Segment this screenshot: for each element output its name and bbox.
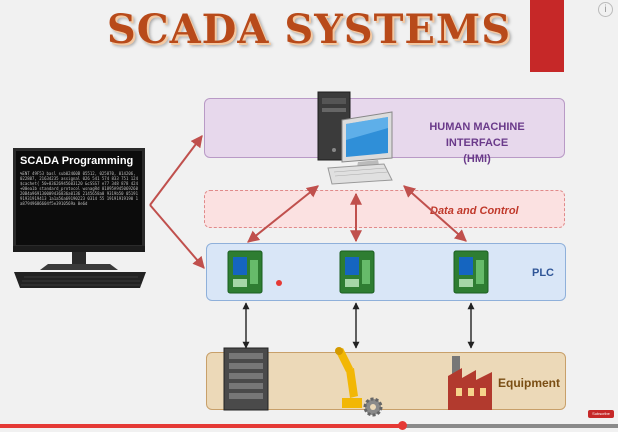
- page-title: SCADA SYSTEMS: [106, 6, 512, 53]
- plc-equipment-arrows: [242, 302, 475, 349]
- hmi-plc-arrows: [247, 185, 467, 243]
- gear-icon: [363, 397, 383, 417]
- arrow-monitor-to-plc: [149, 204, 205, 269]
- arrow-hmi-plc-left: [247, 185, 319, 243]
- video-scrubber-handle[interactable]: [398, 421, 407, 430]
- monitor-stand-icon: [13, 246, 146, 288]
- plc-chip-icon-right: [453, 250, 489, 294]
- robot-arm-icon: [335, 347, 362, 408]
- hmi-label-line1: HUMAN MACHINE INTERFACE: [429, 121, 525, 149]
- plc-label: PLC: [532, 267, 554, 279]
- arrow-hmi-plc-right: [403, 185, 467, 242]
- red-corner-tab: [530, 0, 564, 72]
- subscribe-badge[interactable]: Subscribe: [588, 410, 614, 418]
- server-rack-icon: [223, 347, 269, 411]
- arrow-monitor-to-hmi: [149, 135, 203, 206]
- monitor-arrows: [149, 135, 205, 269]
- equipment-label: Equipment: [498, 376, 560, 390]
- hmi-label-line2: (HMI): [463, 153, 491, 165]
- info-icon[interactable]: i: [598, 2, 613, 17]
- monitor-code-text: %ENT 49F53 basl sub02460B 05512, 025870,…: [20, 171, 138, 206]
- cursor-dot: [276, 280, 282, 286]
- plc-chip-icon-middle: [339, 250, 375, 294]
- plc-layer-box: [206, 243, 566, 301]
- plc-chip-icon-left: [227, 250, 263, 294]
- factory-icon: [448, 356, 492, 410]
- monitor-title: SCADA Programming: [20, 155, 134, 167]
- hmi-label: HUMAN MACHINE INTERFACE (HMI): [397, 119, 557, 167]
- video-progress-fill: [0, 424, 402, 428]
- computer-icon: [317, 91, 393, 185]
